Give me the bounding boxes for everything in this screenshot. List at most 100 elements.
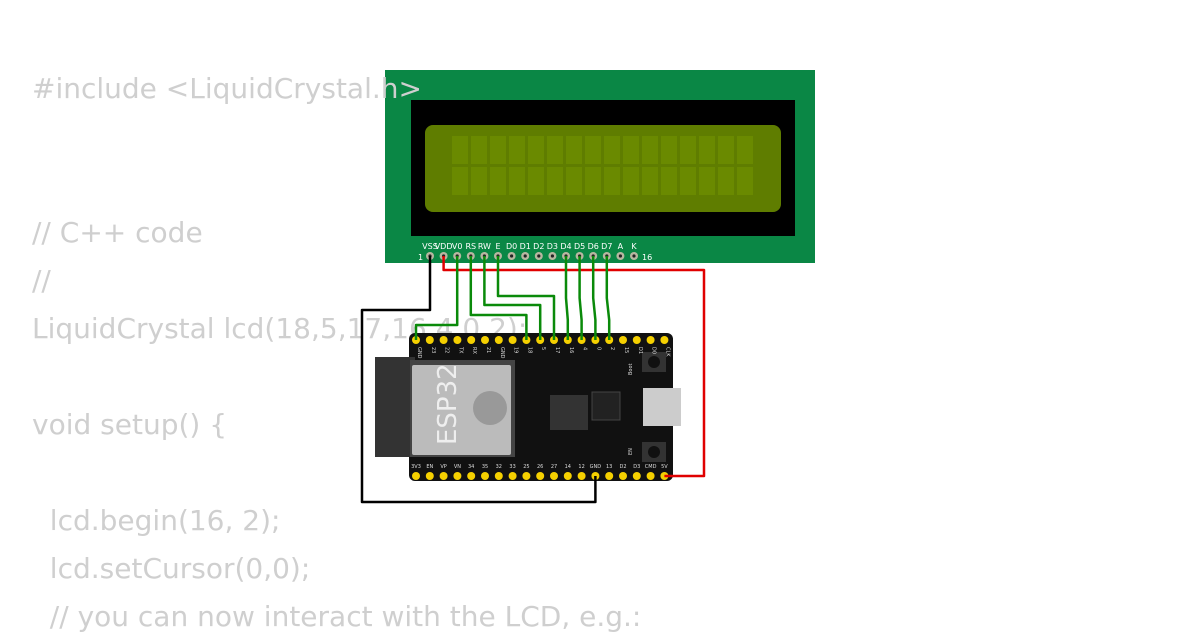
esp32-pin-top[interactable] <box>494 336 503 344</box>
esp32-pin-label: RX <box>471 347 477 354</box>
esp32-pin-label: 22 <box>444 347 450 353</box>
wire-5v[interactable] <box>442 256 706 478</box>
lcd-pin-label: K <box>631 242 637 251</box>
lcd-cell <box>718 167 734 195</box>
lcd-cell <box>528 136 544 164</box>
lcd-cell <box>718 136 734 164</box>
esp32-pin-bottom[interactable] <box>453 472 462 480</box>
esp32-pin-top[interactable] <box>439 336 448 344</box>
esp32-pin-label: TX <box>457 346 463 354</box>
esp32-pin-bottom[interactable] <box>550 472 558 480</box>
esp32-pin-bottom[interactable] <box>646 472 655 480</box>
lcd-cell <box>509 167 525 195</box>
esp32-pin-bottom[interactable] <box>522 472 531 480</box>
esp32-pin-top[interactable] <box>467 336 476 344</box>
wire-v0[interactable] <box>414 256 459 340</box>
esp32-pin-bottom[interactable] <box>508 472 517 480</box>
esp32-pin-top[interactable] <box>453 336 462 344</box>
lcd-cell <box>471 167 487 195</box>
wire-gnd[interactable] <box>360 256 597 504</box>
esp32-pin-label: 12 <box>578 464 584 470</box>
wire-e[interactable] <box>496 256 556 340</box>
esp32-pin-label: GND <box>590 464 602 470</box>
esp32-pin-bottom[interactable] <box>439 472 448 480</box>
lcd-pin-label: D4 <box>560 242 571 251</box>
lcd-cell <box>642 136 658 164</box>
esp32-pin-bottom[interactable] <box>494 472 503 480</box>
en-label: EN <box>628 448 634 455</box>
esp32-pin-label: 0 <box>595 347 601 350</box>
esp32-pin-label: CMD <box>645 464 657 470</box>
lcd-cell <box>452 167 468 195</box>
lcd-pin-label: VDD <box>435 242 453 251</box>
esp32-pin-label: 15 <box>623 347 629 353</box>
code-line: lcd.begin(16, 2); <box>32 504 281 537</box>
code-editor-text: #include <LiquidCrystal.h>// C++ code//L… <box>32 65 641 641</box>
wire-rs[interactable] <box>469 256 528 340</box>
lcd-pin-label: D2 <box>533 242 544 251</box>
lcd-cell <box>699 136 715 164</box>
chip-label: ESP32 <box>433 363 463 445</box>
esp32-pin-top[interactable] <box>481 336 489 344</box>
usb-port <box>643 388 681 426</box>
esp32-pin-bottom[interactable] <box>619 472 627 480</box>
esp32-pin-label: 26 <box>537 464 543 470</box>
esp32-pin-top[interactable] <box>508 336 517 344</box>
esp32-pin-bottom[interactable] <box>412 472 420 480</box>
lcd-pin-label: D6 <box>588 242 599 251</box>
lcd-pin-label: D7 <box>601 242 612 251</box>
wire-d4[interactable] <box>564 256 570 340</box>
lcd-cell <box>490 136 506 164</box>
esp32-pin-label: 16 <box>568 347 574 353</box>
lcd-pin-label: RW <box>478 242 491 251</box>
esp32-pin-top[interactable] <box>632 336 641 344</box>
wire-d6[interactable] <box>591 256 597 340</box>
wires <box>360 256 706 504</box>
esp32-pin-bottom[interactable] <box>563 472 572 480</box>
esp32-pin-bottom[interactable] <box>605 472 614 480</box>
lcd-pin-label: VSS <box>422 242 438 251</box>
esp32-pin-bottom[interactable] <box>632 472 641 480</box>
esp32-pin-label: D1 <box>637 347 643 354</box>
lcd-pin-label: D1 <box>520 242 531 251</box>
esp32-pin-bottom[interactable] <box>425 472 434 480</box>
wire-d7[interactable] <box>605 256 611 340</box>
lcd-cell <box>566 136 582 164</box>
lcd-cell <box>604 136 620 164</box>
esp32-pin-label: 33 <box>509 464 515 470</box>
esp32-pin-top[interactable] <box>660 336 669 344</box>
code-line: // you can now interact with the LCD, e.… <box>32 600 642 633</box>
code-line: lcd.setCursor(0,0); <box>32 552 311 585</box>
esp32-pin-label: GND <box>499 347 505 359</box>
esp32-pin-label: VN <box>454 464 461 470</box>
esp32-pin-label: 17 <box>554 347 560 353</box>
lcd-cell <box>452 136 468 164</box>
esp32-pin-label: 2 <box>609 347 615 350</box>
code-line: // C++ code <box>32 216 203 249</box>
lcd-cell <box>509 136 525 164</box>
esp32-pin-label: EN <box>426 464 433 470</box>
esp32-pin-top[interactable] <box>646 336 655 344</box>
esp32-pin-bottom[interactable] <box>577 472 586 480</box>
esp32-pin-bottom[interactable] <box>481 472 489 480</box>
lcd-cell <box>490 167 506 195</box>
lcd-cell <box>737 136 753 164</box>
esp32-pin-label: 27 <box>551 464 557 470</box>
esp32-pin-top[interactable] <box>425 336 434 344</box>
lcd-cell <box>547 136 563 164</box>
esp32-pin-label: 14 <box>565 464 571 470</box>
esp32-pin-label: 19 <box>513 347 519 353</box>
esp32-pin-label: D0 <box>651 347 657 354</box>
esp32-pin-label: 35 <box>482 464 488 470</box>
esp32-pin-label: 18 <box>526 347 532 353</box>
lcd-pin-label: D3 <box>547 242 558 251</box>
esp32-pin-label: 23 <box>430 347 436 353</box>
wire-rw[interactable] <box>483 256 542 340</box>
esp32-pin-bottom[interactable] <box>536 472 545 480</box>
esp32-pin-label: 5 <box>540 347 546 350</box>
wire-d5[interactable] <box>578 256 583 340</box>
esp32-pin-bottom[interactable] <box>467 472 476 480</box>
esp32-pin-top[interactable] <box>619 336 627 344</box>
